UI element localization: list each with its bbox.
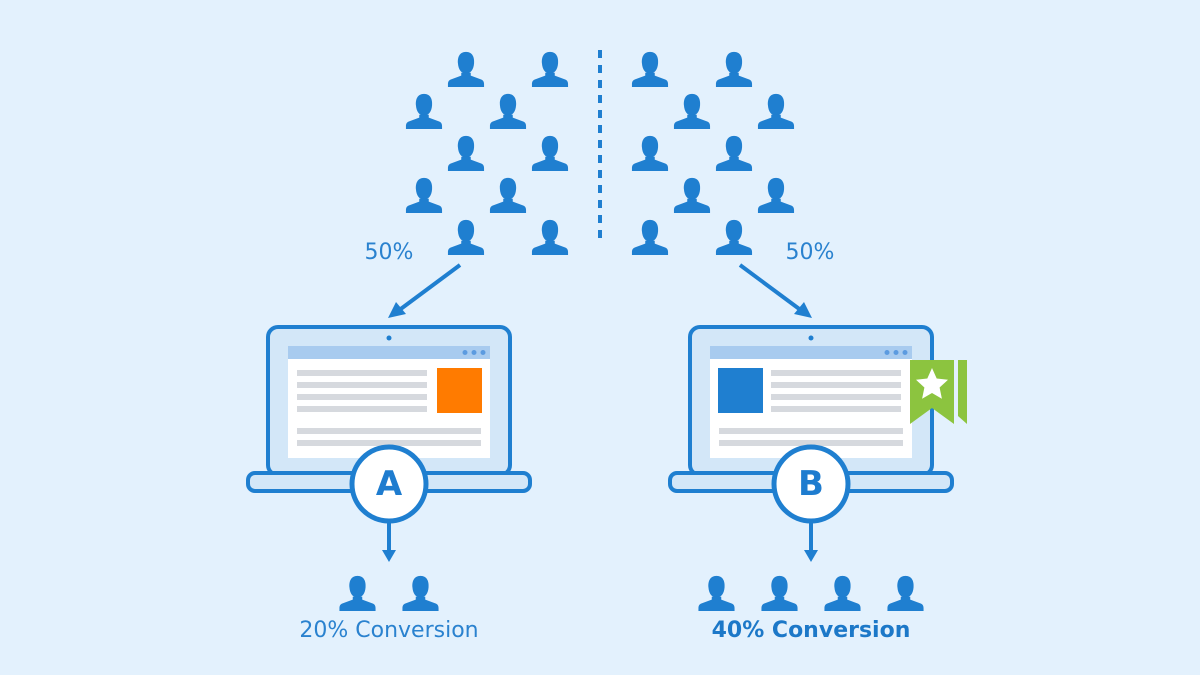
crowd-left	[405, 51, 569, 256]
user-icon	[531, 219, 569, 256]
user-icon	[715, 135, 753, 172]
user-icon	[531, 51, 569, 88]
user-icon	[631, 219, 669, 256]
user-icon	[715, 219, 753, 256]
variant-b-result: 40% Conversion	[711, 618, 911, 643]
user-icon	[673, 177, 711, 214]
user-icon	[673, 93, 711, 130]
user-icon	[757, 177, 795, 214]
converted-users-b	[698, 575, 924, 612]
user-icon	[531, 135, 569, 172]
user-icon	[887, 575, 924, 612]
laptop-b	[668, 325, 954, 524]
arrow-icon-down-a	[382, 521, 396, 562]
user-icon	[698, 575, 735, 612]
user-icon	[447, 51, 485, 88]
user-icon	[631, 51, 669, 88]
converted-users-a	[339, 575, 439, 612]
variant-a-letter: A	[375, 464, 403, 504]
user-icon	[405, 177, 443, 214]
user-icon	[489, 93, 527, 130]
traffic-share-right: 50%	[785, 240, 835, 265]
variant-b-accent-block	[718, 368, 763, 413]
arrow-icon-down-b	[804, 521, 818, 562]
user-icon	[402, 575, 439, 612]
user-icon	[824, 575, 861, 612]
user-icon	[489, 177, 527, 214]
crowd-right	[631, 51, 795, 256]
user-icon	[631, 135, 669, 172]
user-icon	[447, 219, 485, 256]
variant-a-result: 20% Conversion	[299, 618, 479, 643]
user-icon	[405, 93, 443, 130]
user-icon	[757, 93, 795, 130]
variant-b-letter: B	[798, 464, 824, 504]
user-icon	[447, 135, 485, 172]
user-icon	[715, 51, 753, 88]
star-ribbon-icon	[910, 360, 967, 424]
variant-a-accent-block	[437, 368, 482, 413]
user-icon	[761, 575, 798, 612]
traffic-share-left: 50%	[364, 240, 414, 265]
user-icon	[339, 575, 376, 612]
arrow-icon-left	[388, 263, 462, 318]
laptop-a	[246, 325, 532, 524]
arrow-icon-right	[738, 263, 812, 318]
